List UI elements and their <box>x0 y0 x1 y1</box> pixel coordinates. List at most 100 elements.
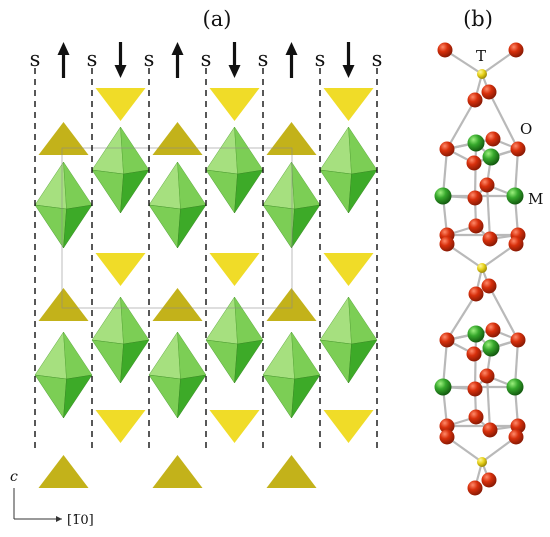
oxygen-atom <box>481 84 497 100</box>
oxygen-atom <box>485 322 501 338</box>
slip-plane-label: s <box>30 47 41 71</box>
spin-arrows <box>57 42 355 78</box>
octahedron <box>262 331 321 419</box>
oxygen-atom <box>479 177 495 193</box>
tetrahedron <box>266 122 317 155</box>
oxygen-atom <box>479 368 495 384</box>
slip-plane-label: s <box>372 47 383 71</box>
tetrahedral-atom <box>477 263 487 273</box>
atoms <box>434 42 526 496</box>
tetrahedron <box>95 253 146 286</box>
oxygen-atom <box>508 236 524 252</box>
metal-atom <box>482 339 500 357</box>
oxygen-atom <box>466 346 482 362</box>
octahedron <box>91 296 150 384</box>
atom-label-t: T <box>476 47 486 65</box>
tetrahedron <box>209 253 260 286</box>
tetrahedron <box>38 122 89 155</box>
atom-label-m: M <box>528 190 543 208</box>
slip-plane-label: s <box>258 47 269 71</box>
tetrahedron <box>38 455 89 488</box>
oxygen-atom <box>467 92 483 108</box>
metal-atom <box>482 148 500 166</box>
oxygen-atom <box>468 286 484 302</box>
oxygen-atom <box>466 155 482 171</box>
spin-up-arrow-icon <box>171 42 184 78</box>
oxygen-atom <box>482 422 498 438</box>
panel-a-label: (a) <box>203 7 232 31</box>
oxygen-atom <box>510 141 526 157</box>
bond <box>488 91 519 150</box>
octahedron <box>91 126 150 214</box>
oxygen-atom <box>481 472 497 488</box>
octahedron <box>148 331 207 419</box>
metal-atom <box>467 134 485 152</box>
tetrahedron <box>209 88 260 121</box>
axis-label-horizontal: [1̅0] <box>67 513 94 528</box>
unit-cell-outline <box>61 147 293 309</box>
oxygen-atom <box>439 429 455 445</box>
axis-label-c: c <box>10 469 18 485</box>
tetrahedra-layer <box>38 88 374 488</box>
oxygen-atom <box>508 42 524 58</box>
octahedron <box>319 126 378 214</box>
axis-arrowhead-icon <box>56 516 62 522</box>
oxygen-atom <box>467 190 483 206</box>
tetrahedron <box>209 410 260 443</box>
octahedron <box>205 296 264 384</box>
oxygen-atom <box>439 418 455 434</box>
panel-b-ball-and-stick: T O M <box>434 42 543 496</box>
slip-planes <box>34 68 378 450</box>
octahedron <box>262 161 321 249</box>
oxygen-atom <box>468 409 484 425</box>
atom-label-o: O <box>520 120 532 138</box>
slip-plane-label: s <box>87 47 98 71</box>
oxygen-atom <box>439 332 455 348</box>
bond <box>473 333 478 390</box>
spin-down-arrow-icon <box>114 42 127 78</box>
oxygen-atom <box>510 332 526 348</box>
tetrahedron <box>95 410 146 443</box>
oxygen-atom <box>467 381 483 397</box>
bond <box>485 184 492 240</box>
slip-plane-label: s <box>201 47 212 71</box>
tetrahedron <box>323 410 374 443</box>
bond <box>485 375 492 431</box>
spin-up-arrow-icon <box>57 42 70 78</box>
oxygen-atom <box>508 429 524 445</box>
tetrahedron <box>266 288 317 321</box>
metal-atom <box>506 187 524 205</box>
bond <box>446 99 476 150</box>
oxygen-atom <box>481 278 497 294</box>
metal-atom <box>434 187 452 205</box>
panel-b-label: (b) <box>463 7 493 31</box>
octahedron <box>319 296 378 384</box>
octahedra-layer <box>34 126 378 419</box>
bond <box>488 285 519 341</box>
spin-down-arrow-icon <box>342 42 355 78</box>
tetrahedron <box>152 122 203 155</box>
tetrahedron <box>95 88 146 121</box>
tetrahedron <box>152 288 203 321</box>
oxygen-atom <box>439 236 455 252</box>
octahedron <box>34 331 93 419</box>
oxygen-atom <box>437 42 453 58</box>
metal-atom <box>506 378 524 396</box>
tetrahedron <box>266 455 317 488</box>
bond <box>473 142 478 199</box>
oxygen-atom <box>482 231 498 247</box>
tetrahedron <box>323 88 374 121</box>
tetrahedron <box>323 253 374 286</box>
octahedron <box>34 161 93 249</box>
tetrahedral-atom <box>477 69 487 79</box>
spin-up-arrow-icon <box>285 42 298 78</box>
slip-plane-label: s <box>144 47 155 71</box>
tetrahedral-atom <box>477 457 487 467</box>
spin-down-arrow-icon <box>228 42 241 78</box>
metal-atom <box>467 325 485 343</box>
metal-atom <box>434 378 452 396</box>
oxygen-atom <box>485 131 501 147</box>
octahedron <box>148 161 207 249</box>
